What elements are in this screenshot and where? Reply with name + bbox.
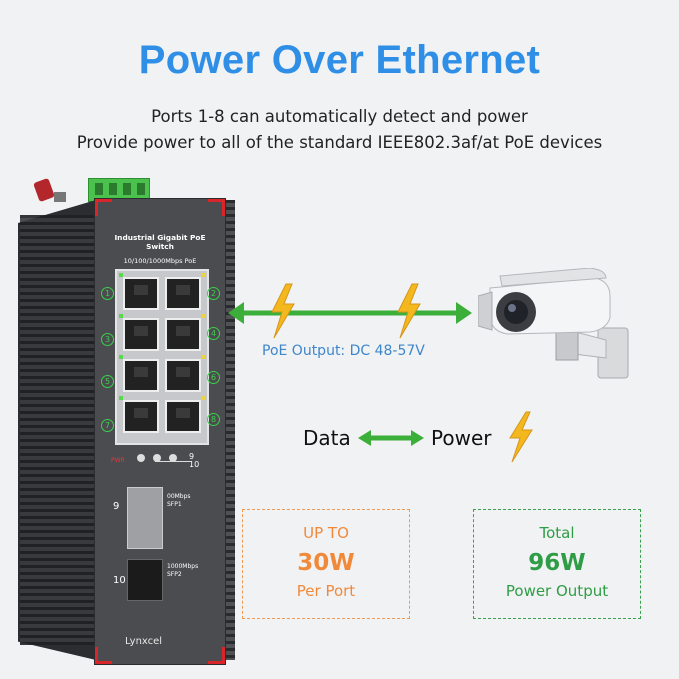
sfp1-number: 9 bbox=[113, 501, 120, 512]
page-title: Power Over Ethernet bbox=[138, 38, 541, 82]
status-led-label: 9 10 bbox=[189, 453, 199, 469]
rj45-port-7 bbox=[123, 400, 159, 433]
subtitle-line-1: Ports 1-8 can automatically detect and p… bbox=[151, 107, 528, 126]
rj45-port-6 bbox=[165, 359, 201, 392]
status-led bbox=[169, 454, 177, 462]
speed-label: 10/100/1000Mbps PoE bbox=[123, 257, 197, 265]
total-power-box: Total 96W Power Output bbox=[473, 509, 641, 619]
port-number-8: 8 bbox=[207, 413, 220, 426]
status-9-label: 9 bbox=[189, 452, 195, 461]
lightning-bolt-icon bbox=[509, 411, 533, 463]
subtitle-line-2: Provide power to all of the standard IEE… bbox=[76, 133, 603, 152]
status-10-label: 10 bbox=[189, 460, 200, 469]
switch-front-panel: Industrial Gigabit PoE Switch 10/100/100… bbox=[94, 198, 226, 665]
rj45-port-8 bbox=[165, 400, 201, 433]
rj45-port-5 bbox=[123, 359, 159, 392]
per-port-power-box: UP TO 30W Per Port bbox=[242, 509, 410, 619]
box-port-value: 30W bbox=[297, 550, 355, 576]
status-led bbox=[137, 454, 145, 462]
rj45-port-block bbox=[115, 269, 209, 445]
port-number-6: 6 bbox=[207, 371, 220, 384]
port-number-2: 2 bbox=[207, 287, 220, 300]
port-number-5: 5 bbox=[101, 375, 114, 388]
status-led bbox=[153, 454, 161, 462]
port-number-4: 4 bbox=[207, 327, 220, 340]
device-name: Industrial Gigabit PoE Switch bbox=[114, 233, 206, 251]
box-port-line3: Per Port bbox=[296, 582, 356, 600]
legend-data-label: Data bbox=[303, 426, 351, 450]
port-number-3: 3 bbox=[101, 333, 114, 346]
box-total-line3: Power Output bbox=[505, 582, 609, 600]
rj45-port-4 bbox=[165, 318, 201, 351]
lightning-bolt-icon bbox=[271, 283, 295, 339]
rj45-port-1 bbox=[123, 277, 159, 310]
port-number-7: 7 bbox=[101, 419, 114, 432]
sfp2-cage bbox=[127, 559, 163, 601]
security-camera-icon bbox=[478, 268, 629, 379]
sfp2-number: 10 bbox=[113, 575, 126, 586]
pwr-label: PWR bbox=[111, 457, 125, 464]
sfp1-module bbox=[127, 487, 163, 549]
rj45-port-2 bbox=[165, 277, 201, 310]
heatsink-fins bbox=[20, 215, 94, 645]
antenna-icon bbox=[33, 177, 55, 203]
double-arrow-icon bbox=[358, 430, 424, 446]
lightning-bolt-icon bbox=[397, 283, 421, 339]
rj45-port-3 bbox=[123, 318, 159, 351]
antenna-base bbox=[54, 192, 66, 202]
poe-output-label: PoE Output: DC 48-57V bbox=[262, 343, 425, 359]
brand-logo: Lynxcel bbox=[125, 636, 163, 647]
legend-power-label: Power bbox=[431, 426, 492, 450]
box-total-line1: Total bbox=[539, 524, 575, 542]
box-total-value: 96W bbox=[528, 550, 586, 576]
poe-switch-device: Industrial Gigabit PoE Switch 10/100/100… bbox=[18, 170, 238, 665]
port-number-1: 1 bbox=[101, 287, 114, 300]
poe-link-arrow bbox=[228, 283, 472, 339]
box-port-line1: UP TO bbox=[303, 524, 349, 542]
